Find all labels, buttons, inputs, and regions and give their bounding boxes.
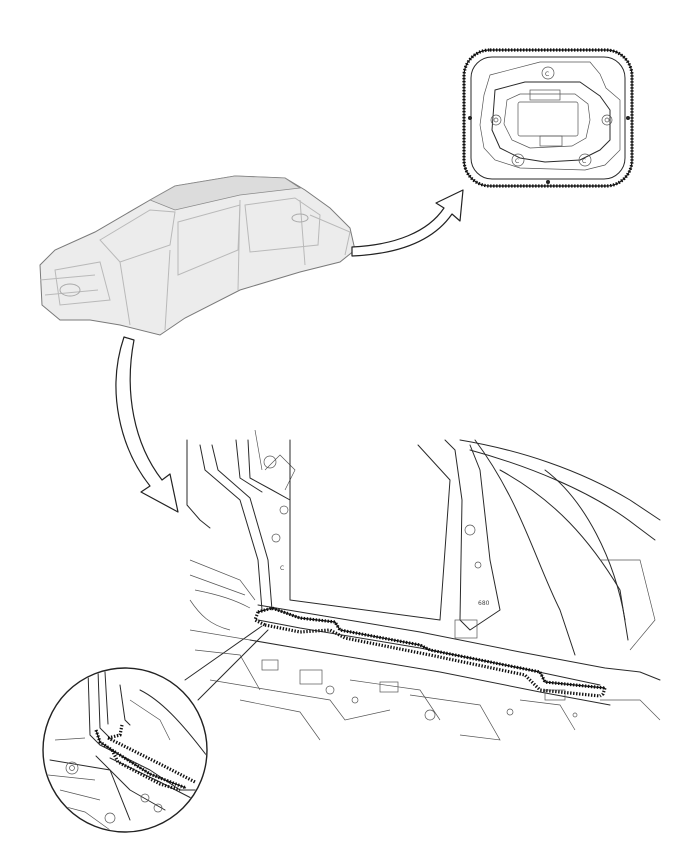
part-mark-680: 680 [478,600,490,607]
callout-arrow-icon [115,336,179,513]
part-mark-c: C [280,565,284,572]
vehicle-body-overview [39,175,356,336]
label-c-3: C [582,158,586,165]
magnified-sill-corner-detail [42,667,208,833]
fuel-filler-lid-detail: C C C [462,48,634,188]
label-c-1: C [545,71,549,78]
label-c-2: C [515,158,519,165]
magnifier-leader-lines [184,625,269,701]
callout-arrow-icon [351,189,464,257]
sill-sealer-bead [257,606,606,690]
side-sill-detail: C 680 [186,429,661,741]
